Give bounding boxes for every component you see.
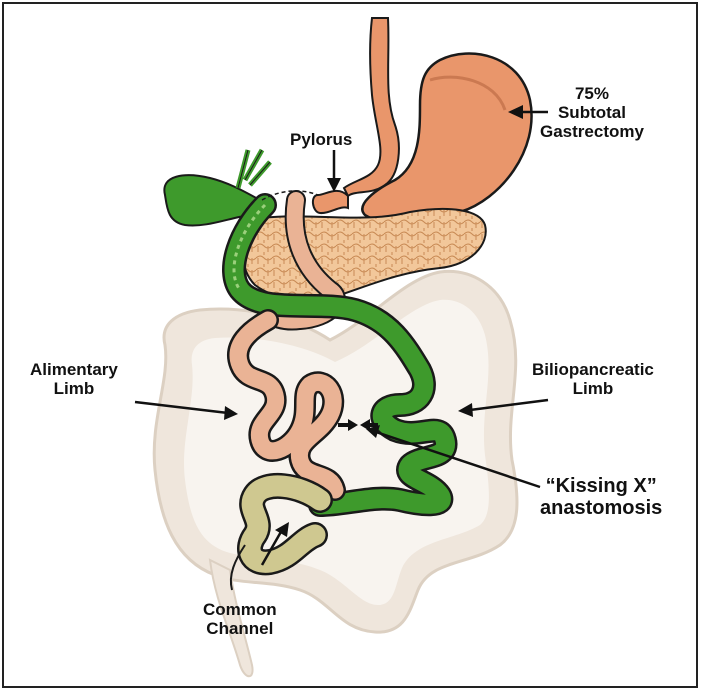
biliopancreatic-limb-path (222, 193, 458, 517)
label-biliopancreatic-line1: Biliopancreatic (532, 360, 654, 379)
common-channel-path (229, 472, 333, 591)
label-kissing-line1: “Kissing X” (545, 475, 657, 497)
stomach (312, 17, 533, 223)
label-pylorus: Pylorus (290, 130, 352, 149)
label-kissing-x-anastomosis: “Kissing X” anastomosis (540, 475, 662, 520)
label-biliopancreatic-line2: Limb (572, 379, 614, 399)
label-kissing-line2: anastomosis (540, 497, 663, 520)
label-gastrectomy-line1: 75% (574, 84, 609, 103)
label-gastrectomy: 75% Subtotal Gastrectomy (540, 84, 644, 141)
label-pylorus-text: Pylorus (290, 130, 353, 149)
label-arrows (134, 105, 549, 566)
label-biliopancreatic-limb: Biliopancreatic Limb (532, 360, 654, 398)
label-alimentary-limb: Alimentary Limb (30, 360, 118, 398)
label-common-channel: Common Channel (203, 600, 277, 638)
alimentary-limb-path (227, 309, 346, 501)
label-gastrectomy-line3: Gastrectomy (540, 122, 644, 142)
label-alimentary-line2: Limb (53, 379, 95, 399)
gallbladder (163, 148, 272, 227)
label-gastrectomy-line2: Subtotal (557, 103, 626, 123)
label-alimentary-line1: Alimentary (30, 360, 118, 379)
label-common-line2: Channel (206, 619, 274, 639)
label-common-line1: Common (203, 600, 277, 619)
